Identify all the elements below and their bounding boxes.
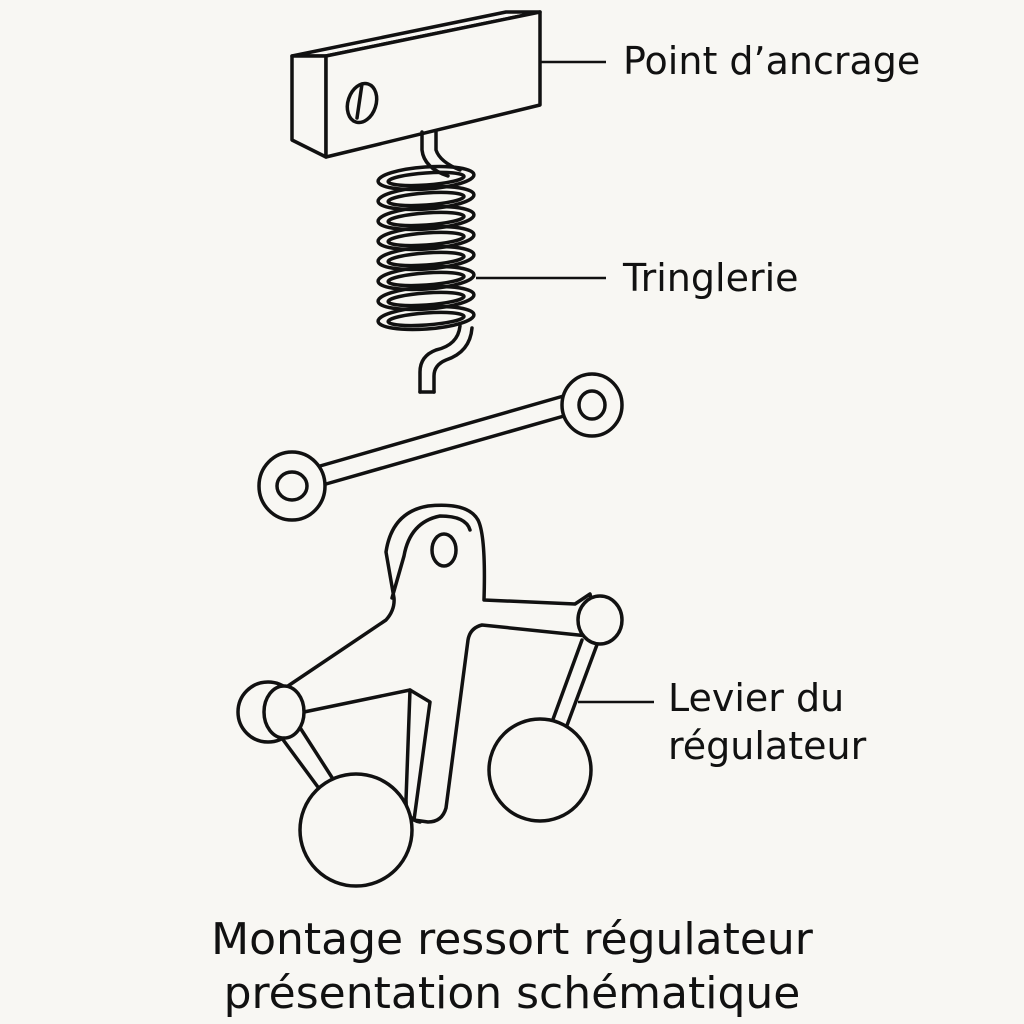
spring-bottom-hook: [418, 324, 462, 394]
spring-coil-inner: [386, 210, 466, 228]
label-governor-lever-line1: Levier du: [668, 676, 845, 720]
spring-coil-turn: [376, 304, 476, 332]
governor-lever: [236, 503, 624, 888]
anchor-hole: [345, 81, 379, 125]
spring-top-hook: [420, 130, 450, 178]
caption-line2: présentation schématique: [223, 968, 801, 1019]
spring-coil-turn: [376, 244, 476, 272]
spring-coil-turn: [376, 164, 476, 192]
anchor-block: [290, 10, 542, 159]
label-governor-lever-line2: régulateur: [668, 724, 867, 768]
right-governor-ball: [487, 717, 593, 823]
coil-spring: [376, 164, 476, 332]
spring-coil-turn: [376, 184, 476, 212]
caption-line1: Montage ressort régulateur: [211, 914, 813, 965]
left-governor-ball: [298, 772, 414, 888]
spring-coil-turn: [376, 264, 476, 292]
spring-coil-inner: [386, 170, 466, 188]
label-linkage: Tringlerie: [623, 256, 799, 300]
spring-coil-inner: [386, 250, 466, 268]
spring-coil-turn: [376, 204, 476, 232]
spring-coil-inner: [386, 270, 466, 288]
spring-coil-inner: [386, 190, 466, 208]
label-anchor-point: Point d’ancrage: [623, 39, 921, 83]
spring-coil-inner: [386, 230, 466, 248]
spring-coil-inner: [386, 290, 466, 308]
connecting-rod: [257, 372, 624, 522]
spring-coil-turn: [376, 284, 476, 312]
spring-coil-turn: [376, 224, 476, 252]
spring-coil-inner: [386, 310, 466, 328]
